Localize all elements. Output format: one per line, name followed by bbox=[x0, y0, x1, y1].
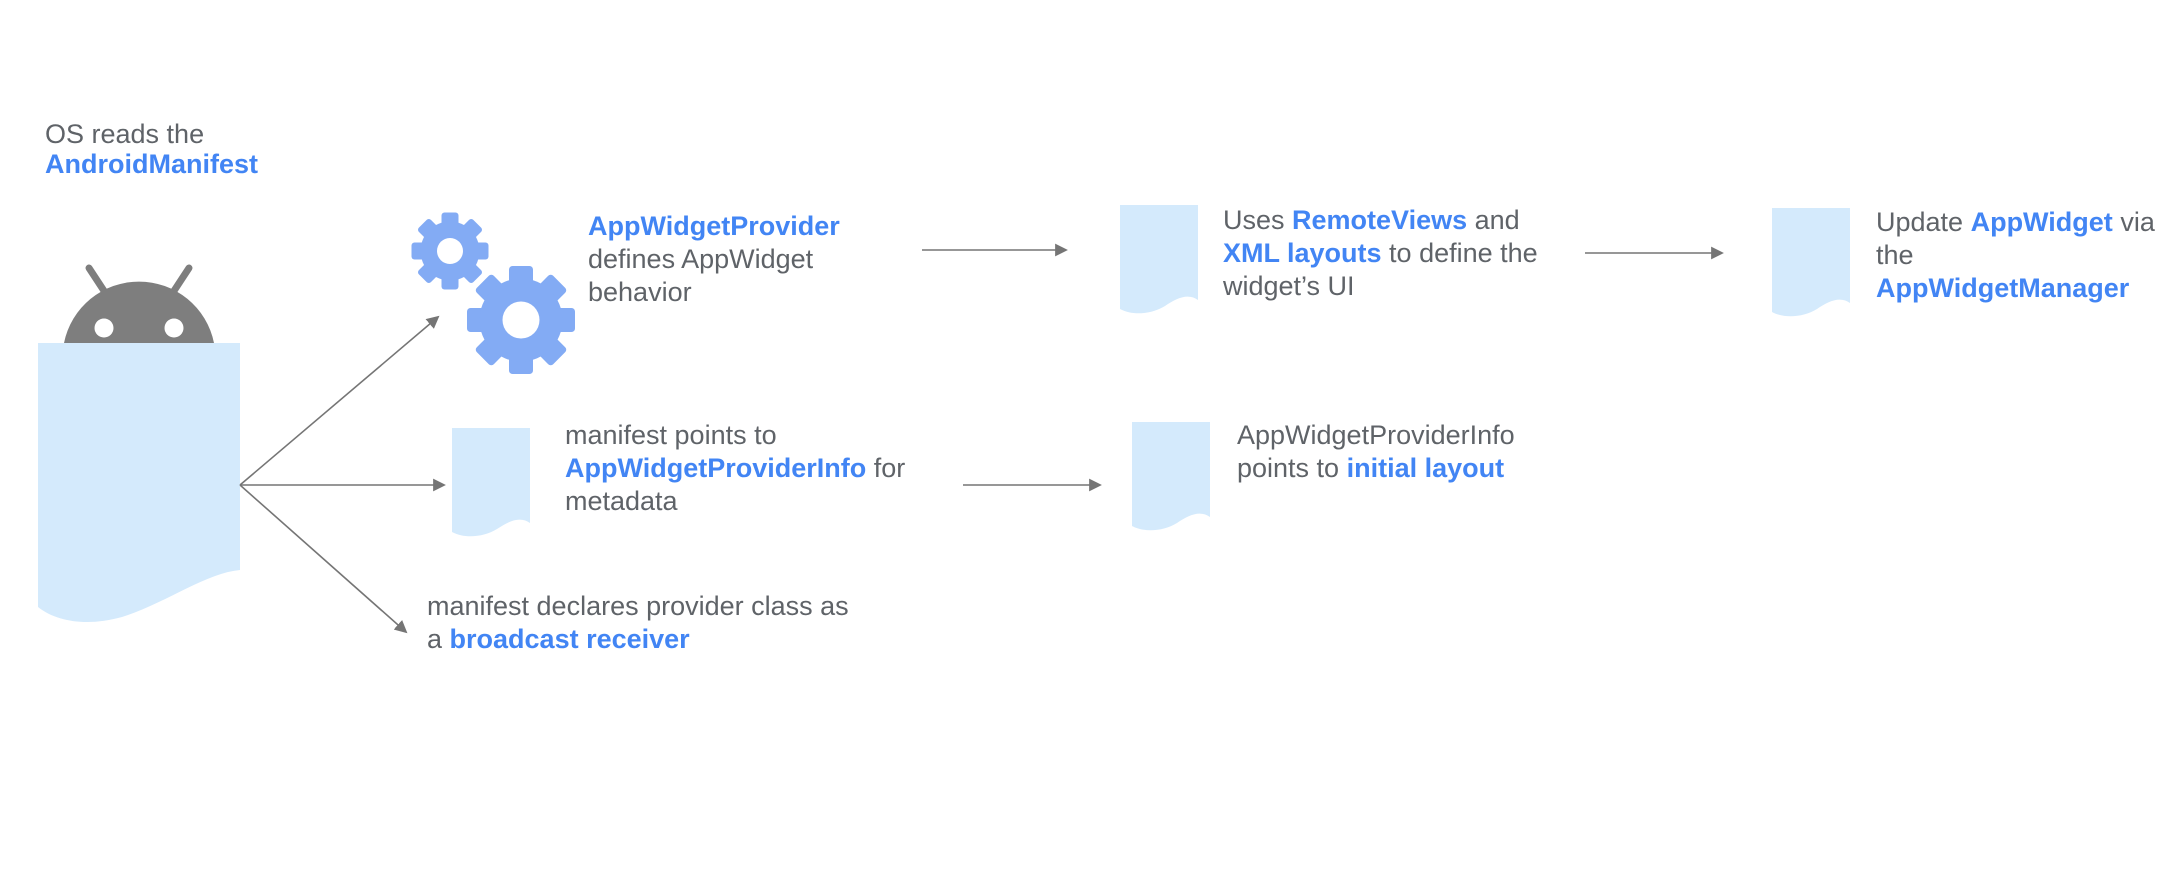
android-robot-icon bbox=[64, 264, 214, 343]
text-segment: initial layout bbox=[1346, 453, 1505, 483]
text-segment: AppWidgetProvider bbox=[588, 211, 840, 241]
text-segment: Update bbox=[1876, 207, 1971, 237]
text-segment: AndroidManifest bbox=[45, 149, 258, 179]
text-segment: behavior bbox=[588, 277, 692, 307]
initial-layout-document-icon bbox=[1132, 422, 1210, 531]
android-manifest-document-icon bbox=[38, 264, 240, 623]
text-segment: XML layouts bbox=[1223, 238, 1382, 268]
arrow-manifest-to-broadcast-receiver bbox=[239, 484, 408, 634]
text-segment: AppWidgetProviderInfo bbox=[565, 453, 867, 483]
text-segment: AppWidgetProviderInfo bbox=[1237, 420, 1515, 450]
text-segment: and bbox=[1467, 205, 1520, 235]
text-segment: manifest points to bbox=[565, 420, 777, 450]
text-segment: AppWidget bbox=[1970, 207, 2113, 237]
gear-small bbox=[411, 212, 489, 290]
text-segment: via bbox=[2112, 207, 2155, 237]
text-segment: Uses bbox=[1223, 205, 1293, 235]
text-segment: RemoteViews bbox=[1292, 205, 1468, 235]
robot-eye-right bbox=[164, 318, 184, 338]
text-segment: broadcast receiver bbox=[449, 624, 690, 654]
text-segment: for bbox=[866, 453, 906, 483]
text-segment: the bbox=[1876, 240, 1914, 270]
appwidgetmanager-document-icon bbox=[1772, 208, 1850, 317]
text-segment: a bbox=[427, 624, 450, 654]
gears-icon bbox=[411, 212, 575, 374]
text-segment: OS reads the bbox=[45, 119, 205, 149]
text-segment: defines AppWidget bbox=[588, 244, 814, 274]
text-segment: to define the bbox=[1381, 238, 1538, 268]
text-segment: metadata bbox=[565, 486, 678, 516]
robot-eye-left bbox=[94, 318, 114, 338]
text-segment: widget’s UI bbox=[1223, 271, 1355, 301]
providerinfo-document-icon bbox=[452, 428, 530, 537]
arrow-manifest-to-gears bbox=[239, 315, 440, 486]
remoteviews-document-icon bbox=[1120, 205, 1198, 314]
text-segment: points to bbox=[1237, 453, 1347, 483]
gear-large bbox=[467, 266, 575, 374]
text-segment: AppWidgetManager bbox=[1876, 273, 2130, 303]
text-segment: manifest declares provider class as bbox=[427, 591, 849, 621]
